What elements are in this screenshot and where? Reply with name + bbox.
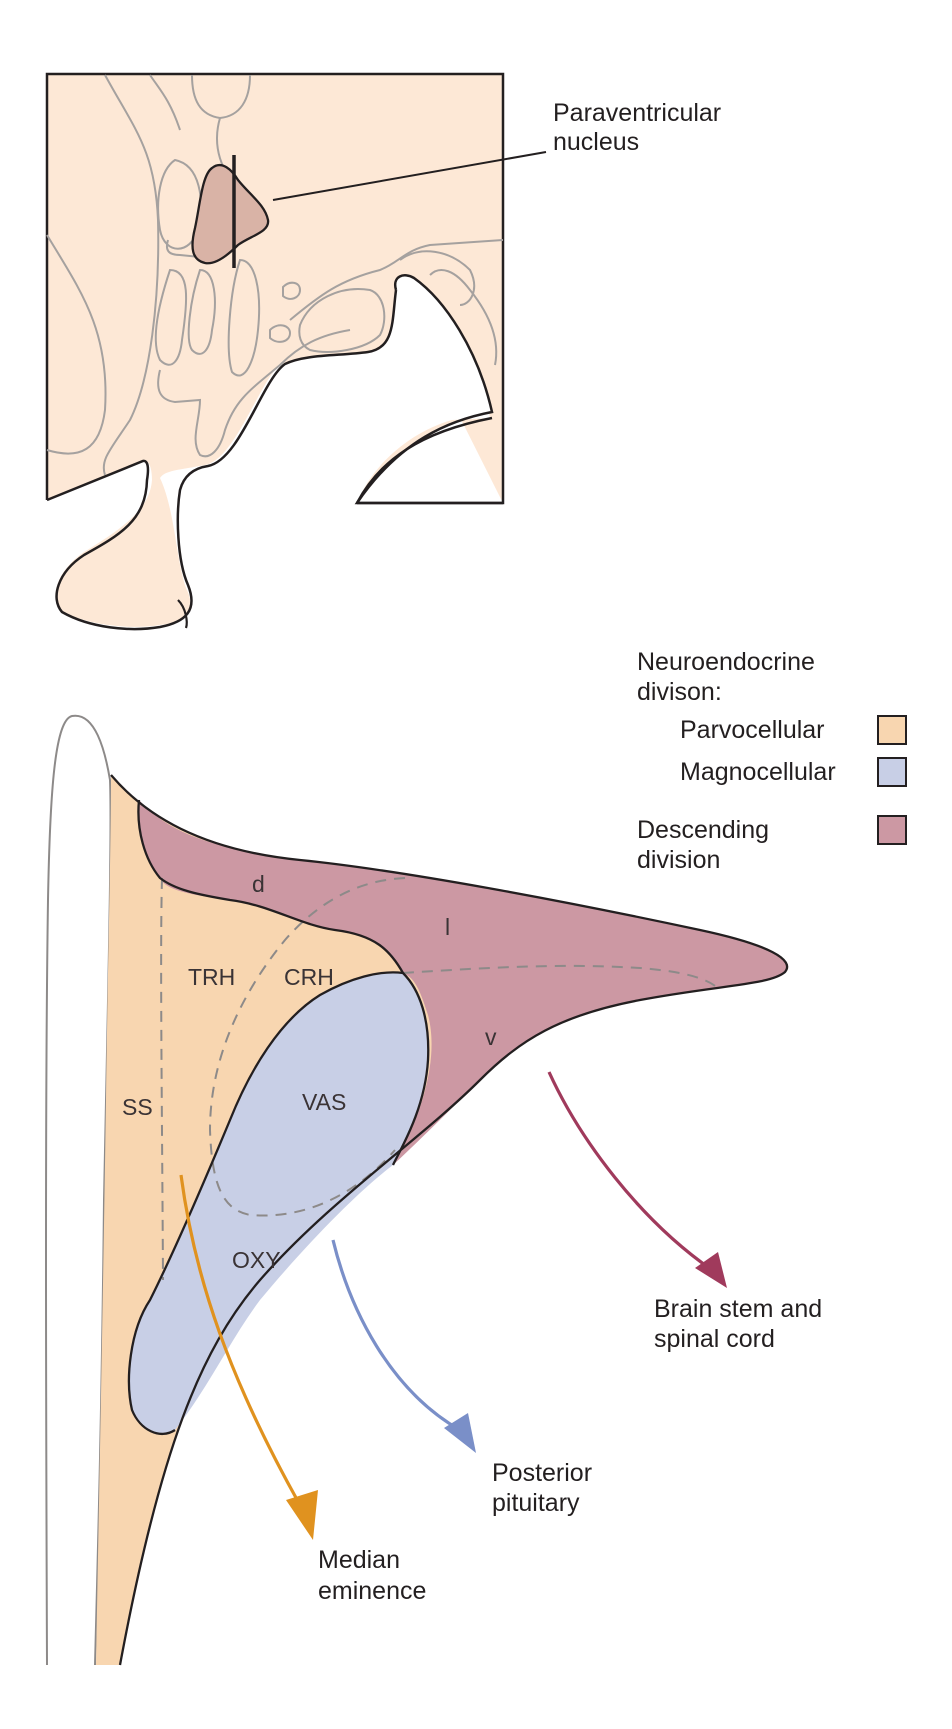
brain-stem-arrow — [547, 1071, 713, 1272]
legend: Neuroendocrine divison: Parvocellular Ma… — [637, 648, 907, 874]
median-eminence-label-2: eminence — [318, 1577, 426, 1605]
region-label-d: d — [252, 871, 265, 897]
optic-chiasm-outline — [355, 416, 493, 504]
posterior-pituitary-label-2: pituitary — [492, 1489, 580, 1517]
callout-line — [272, 151, 547, 201]
region-label-oxy: OXY — [232, 1247, 281, 1273]
legend-parvocellular-label: Parvocellular — [680, 716, 825, 744]
region-label-trh: TRH — [188, 964, 235, 990]
brain-stem-label-1: Brain stem and — [654, 1295, 822, 1323]
legend-magnocellular-label: Magnocellular — [680, 758, 836, 786]
callout-label-line1: Paraventricular — [553, 99, 721, 127]
region-outlines — [110, 774, 789, 1666]
brain-section-inset: Paraventricular nucleus — [45, 72, 721, 631]
region-label-ss: SS — [122, 1094, 153, 1120]
pituitary-outline — [46, 289, 398, 631]
brain-stem-arrowhead — [695, 1252, 727, 1288]
internal-structures — [46, 74, 504, 476]
dashed-boundaries — [160, 877, 721, 1281]
legend-descending-swatch — [877, 815, 907, 845]
median-eminence-arrowhead — [286, 1490, 318, 1540]
legend-neuroendocrine-title-2: divison: — [637, 678, 722, 706]
projection-median-eminence: Median eminence — [179, 1174, 426, 1605]
posterior-pituitary-label-1: Posterior — [492, 1459, 592, 1487]
legend-parvocellular-swatch — [877, 715, 907, 745]
pituitary-cleft — [177, 599, 188, 629]
region-label-vas: VAS — [302, 1089, 346, 1115]
magnocellular-region — [129, 972, 429, 1434]
pvn-subdivision-map: d l v TRH CRH SS VAS OXY — [45, 714, 789, 1666]
callout-label-line2: nucleus — [553, 128, 639, 156]
projection-brain-stem: Brain stem and spinal cord — [547, 1071, 822, 1353]
brain-stem-label-2: spinal cord — [654, 1325, 775, 1353]
median-eminence-arrow — [179, 1174, 302, 1506]
region-label-l: l — [445, 914, 450, 940]
region-label-crh: CRH — [284, 964, 334, 990]
median-eminence-label-1: Median — [318, 1546, 400, 1574]
projection-posterior-pituitary: Posterior pituitary — [331, 1239, 592, 1517]
posterior-pituitary-arrow — [331, 1239, 461, 1432]
legend-neuroendocrine-title-1: Neuroendocrine — [637, 648, 815, 676]
legend-magnocellular-swatch — [877, 757, 907, 787]
descending-region — [138, 800, 788, 1165]
legend-descending-title-1: Descending — [637, 816, 769, 844]
region-label-v: v — [485, 1024, 497, 1050]
legend-descending-title-2: division — [637, 846, 720, 874]
paraventricular-nucleus-shape — [191, 163, 270, 265]
posterior-pituitary-arrowhead — [444, 1413, 476, 1453]
inset-frame — [45, 72, 505, 505]
